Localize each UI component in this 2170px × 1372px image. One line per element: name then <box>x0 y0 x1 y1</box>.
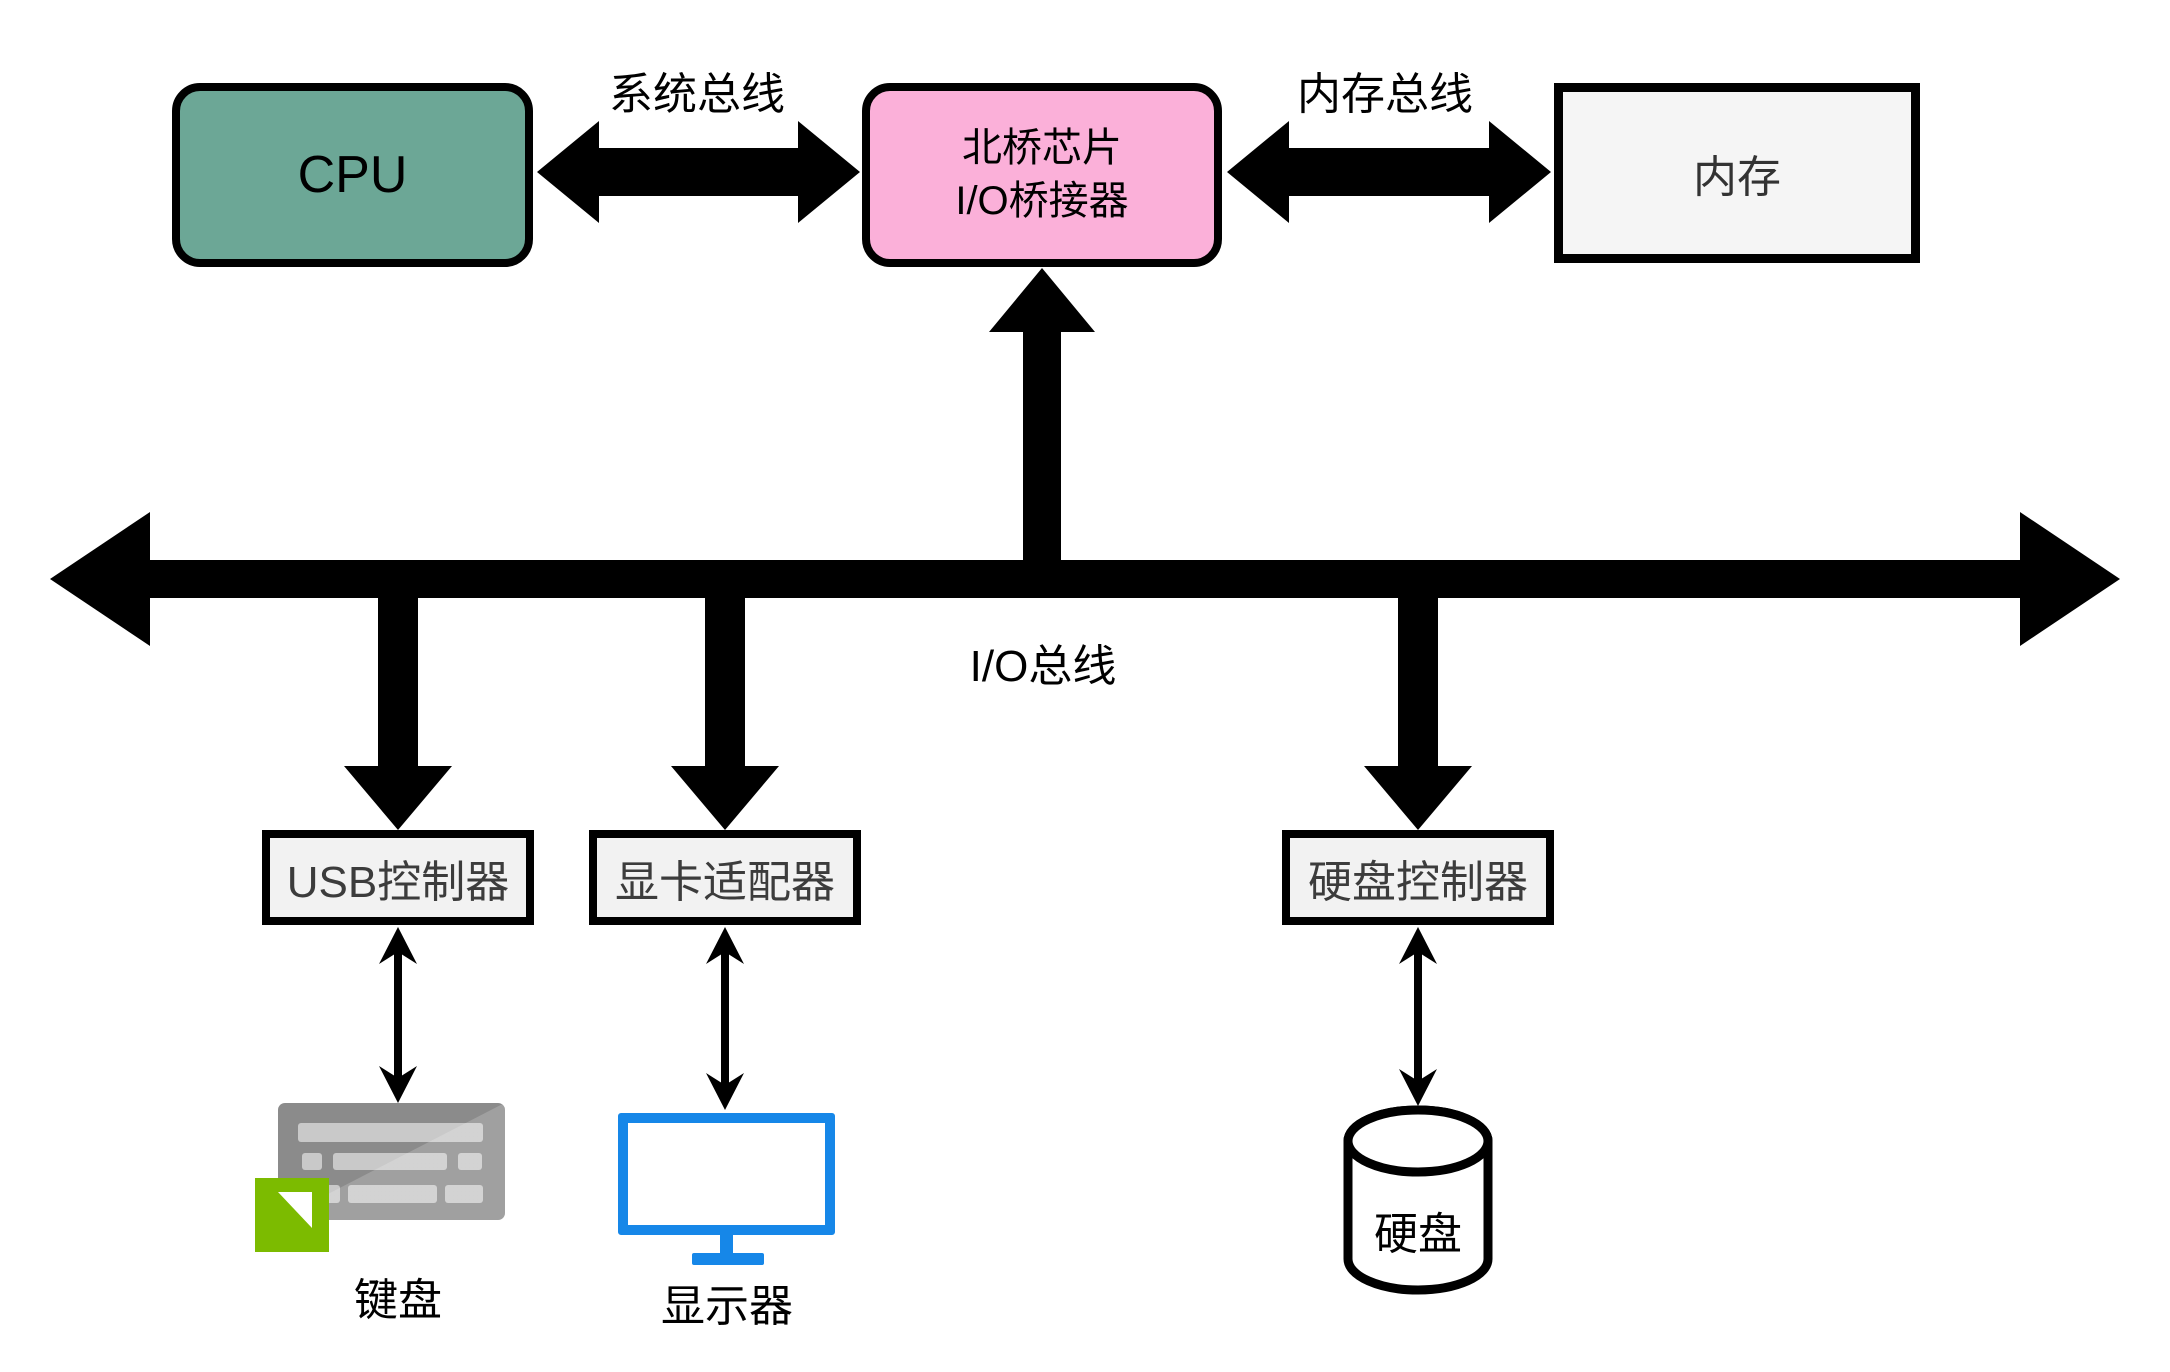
monitor-icon-stand-base <box>692 1253 764 1265</box>
keyboard-icon-key <box>302 1153 322 1170</box>
system-bus-arrow <box>537 121 860 223</box>
keyboard-icon-key <box>298 1123 483 1142</box>
io-bus-label: I/O总线 <box>969 642 1117 691</box>
keyboard-label: 键盘 <box>354 1276 442 1325</box>
disk-controller-node: 硬盘控制器 <box>1282 830 1554 925</box>
disk-drop-arrow <box>1364 598 1472 830</box>
keyboard-icon-green-badge <box>255 1178 329 1252</box>
graphics-adapter-label: 显卡适配器 <box>615 857 835 907</box>
keyboard-icon-cursor-triangle <box>278 1192 312 1228</box>
keyboard-icon-key <box>348 1185 437 1203</box>
northbridge-label-line2: I/O桥接器 <box>955 179 1129 223</box>
hard-disk-label: 硬盘 <box>1374 1210 1462 1259</box>
graphics-drop-arrow <box>671 598 779 830</box>
usb-keyboard-arrow <box>379 927 417 1103</box>
keyboard-icon-key <box>445 1185 483 1203</box>
northbridge-node: 北桥芯片 I/O桥接器 <box>862 83 1222 267</box>
northbridge-io-arrow <box>989 268 1095 562</box>
system-bus-label: 系统总线 <box>609 70 785 119</box>
graphics-adapter-node: 显卡适配器 <box>589 830 861 925</box>
northbridge-label: 北桥芯片 I/O桥接器 <box>955 122 1128 228</box>
northbridge-label-line1: 北桥芯片 <box>962 126 1122 171</box>
usb-controller-label: USB控制器 <box>286 857 510 907</box>
memory-node: 内存 <box>1554 83 1920 263</box>
keyboard-icon-key <box>458 1153 482 1170</box>
keyboard-icon <box>255 1103 505 1252</box>
disk-controller-label: 硬盘控制器 <box>1308 857 1528 907</box>
disk-harddisk-arrow <box>1399 927 1437 1106</box>
hard-disk-icon <box>1343 1105 1493 1295</box>
memory-label: 内存 <box>1693 153 1781 202</box>
memory-bus-arrow <box>1227 121 1551 223</box>
memory-bus-label: 内存总线 <box>1297 70 1473 119</box>
monitor-icon-screen <box>618 1113 835 1235</box>
usb-drop-arrow <box>344 598 452 830</box>
usb-controller-node: USB控制器 <box>262 830 534 925</box>
monitor-label: 显示器 <box>661 1282 793 1331</box>
graphics-monitor-arrow <box>706 927 744 1110</box>
cpu-label: CPU <box>297 146 408 204</box>
keyboard-icon-key <box>333 1153 447 1170</box>
cpu-node: CPU <box>172 83 533 267</box>
io-bus-line <box>50 512 2120 646</box>
